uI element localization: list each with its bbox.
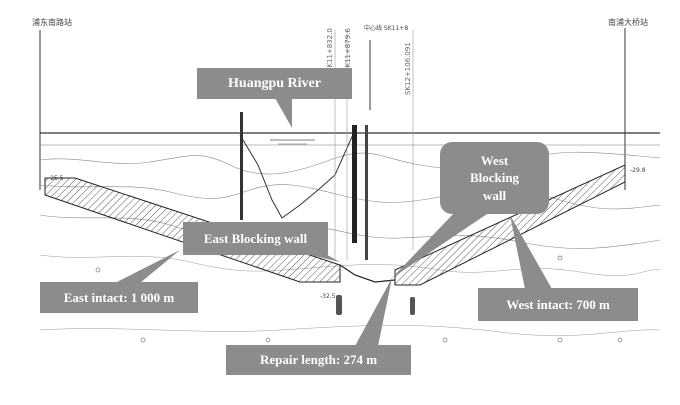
east-blocking-post	[352, 125, 357, 243]
marker-circle	[557, 337, 563, 343]
stratum-line-1	[39, 151, 661, 175]
bottom-pile-1	[336, 295, 342, 315]
mark-label-1: SK11+832.0	[326, 28, 334, 72]
right-station-label: 南浦大桥站	[608, 17, 648, 27]
center-label: 中心线 SK11+8	[364, 24, 408, 32]
mark-label-3: SK12+106.091	[404, 42, 412, 95]
stratum-line-4	[39, 254, 661, 276]
west-intact-callout: West intact: 700 m	[478, 288, 638, 321]
river-pointer	[275, 98, 292, 128]
marker-circle	[617, 337, 623, 343]
left-post	[240, 112, 243, 220]
east-blocking-wall-callout: East Blocking wall	[183, 222, 328, 255]
huangpu-river-label: Huangpu River	[228, 75, 321, 91]
bottom-pile-2	[410, 297, 415, 315]
repair-length-label: Repair length: 274 m	[259, 352, 378, 367]
river-bed	[239, 129, 356, 219]
marker-circle	[140, 337, 146, 343]
east-intact-pointer	[115, 250, 180, 283]
west-intact-label: West intact: 700 m	[506, 296, 610, 312]
west-blocking-wall-callout: West Blocking wall	[440, 142, 549, 214]
bottom-elevation: -32.5	[320, 293, 336, 300]
east-elevation: -25.5	[48, 175, 64, 182]
left-station-label: 浦东南路站	[32, 17, 72, 27]
marker-circle	[442, 337, 448, 343]
marker-circle	[95, 267, 101, 273]
huangpu-river-callout: Huangpu River	[197, 68, 352, 99]
west-blocking-post	[365, 125, 368, 260]
marker-circle	[265, 337, 271, 343]
stratum-line-5	[39, 325, 661, 336]
west-intact-pointer	[510, 215, 552, 289]
marker-circle	[557, 255, 563, 261]
repair-length-callout: Repair length: 274 m	[226, 345, 411, 375]
east-intact-callout: East intact: 1 000 m	[40, 282, 198, 313]
repair-section	[339, 264, 396, 283]
west-wall-label-line1: West	[480, 152, 509, 168]
west-wall-label-line2: Blocking	[469, 170, 520, 186]
west-wall-pointer	[392, 212, 490, 278]
west-wall-label-line3: wall	[482, 187, 507, 203]
west-elevation: -29.8	[630, 167, 646, 174]
west-tunnel-segment	[394, 164, 626, 286]
mark-label-2: SK11+879.6	[344, 28, 352, 72]
repair-pointer	[355, 278, 392, 346]
east-intact-label: East intact: 1 000 m	[63, 289, 175, 305]
east-blocking-wall-label: East Blocking wall	[203, 230, 308, 246]
